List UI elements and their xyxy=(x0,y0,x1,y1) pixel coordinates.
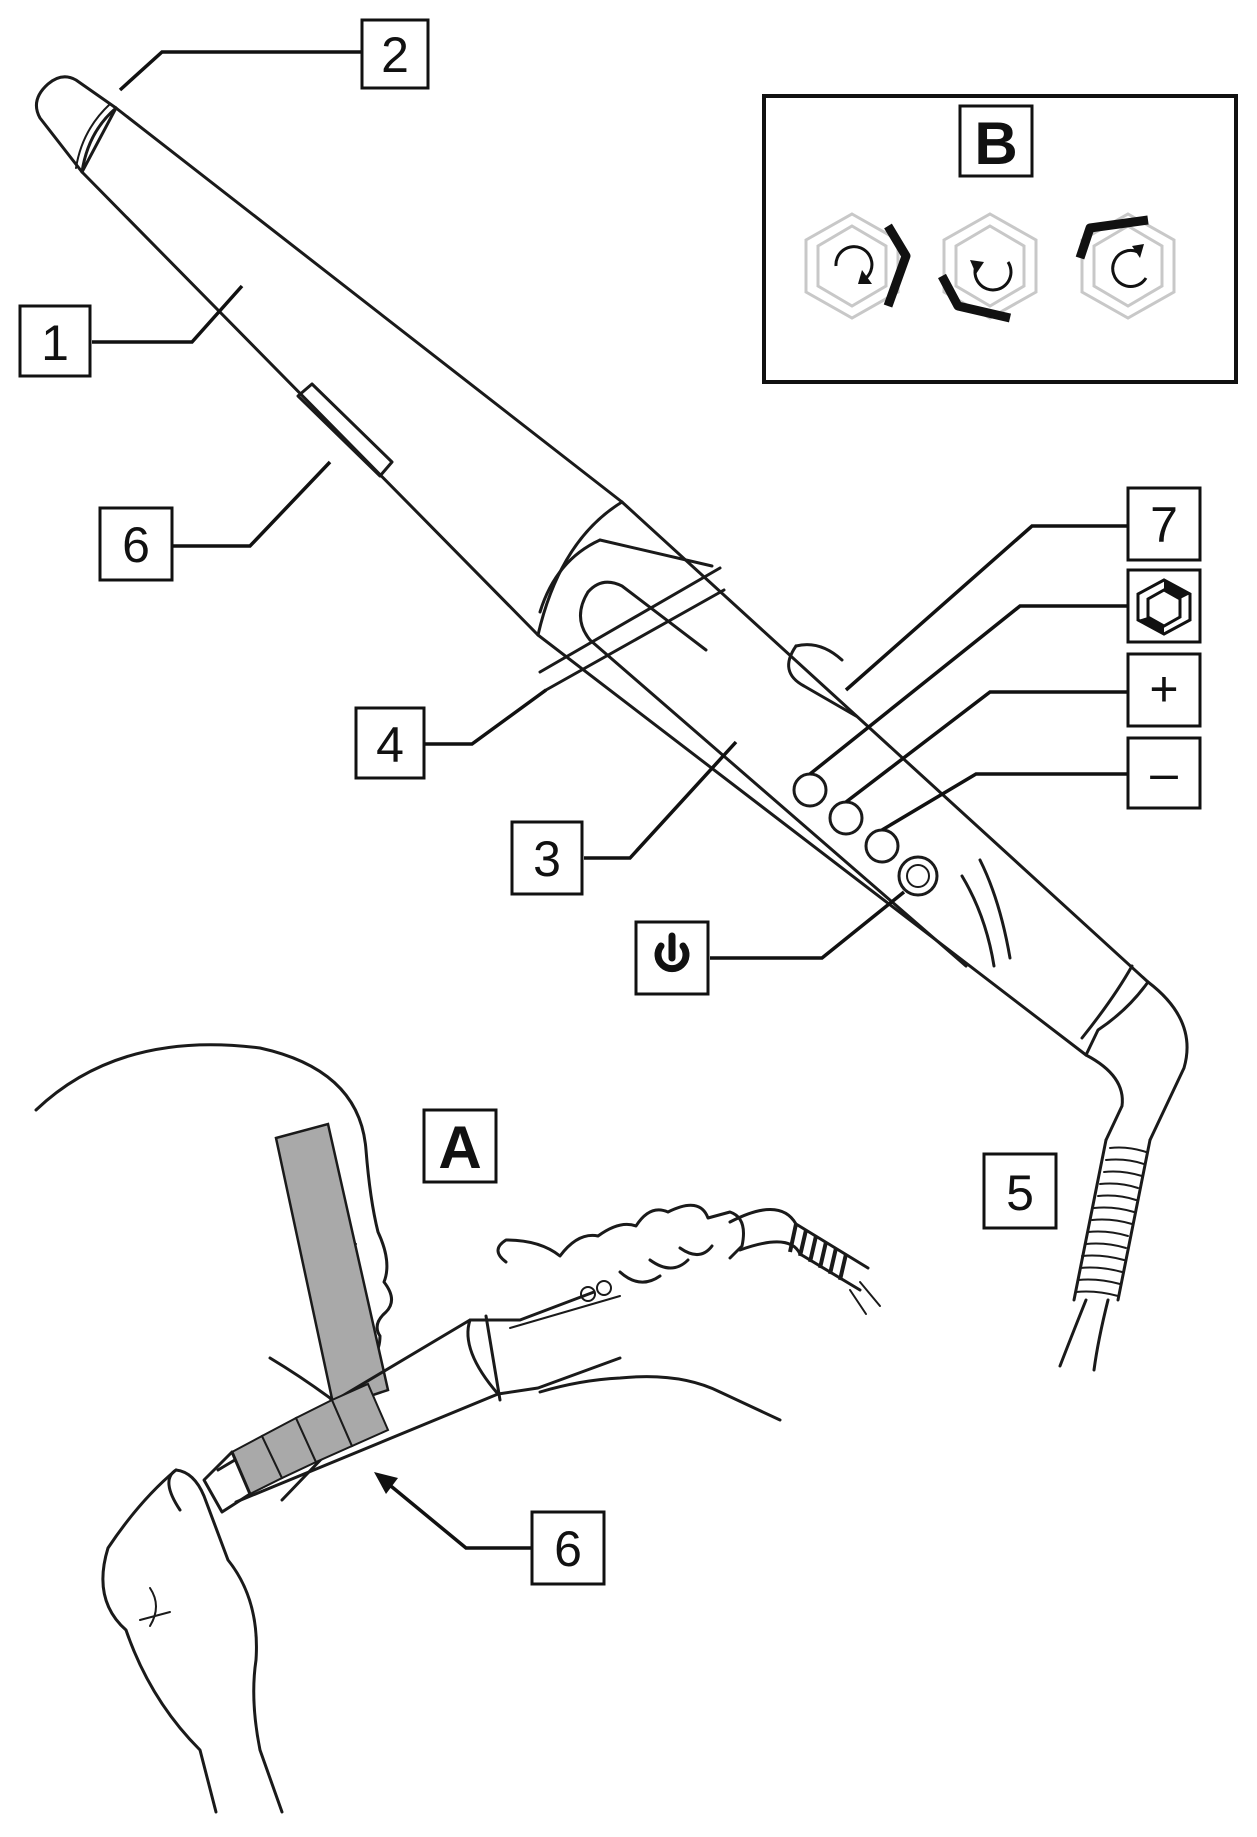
minus-button-circle[interactable] xyxy=(864,828,900,864)
svg-text:7: 7 xyxy=(1150,497,1178,553)
inset-a-scene: A xyxy=(34,1043,881,1814)
svg-text:6: 6 xyxy=(554,1521,582,1577)
svg-text:+: + xyxy=(1149,661,1178,717)
callout-hex-mode xyxy=(808,568,1202,776)
callout-2: 2 xyxy=(118,18,430,92)
svg-text:2: 2 xyxy=(381,27,409,83)
rotate-alternate-hexagon-icon xyxy=(1075,212,1176,320)
power-icon xyxy=(654,932,690,973)
svg-text:3: 3 xyxy=(533,831,561,887)
callout-7: 7 xyxy=(844,486,1202,692)
mode-button-circle[interactable] xyxy=(792,772,828,808)
power-button-circle[interactable] xyxy=(897,855,939,897)
callout-power xyxy=(634,890,906,996)
hexagon-mode-icon xyxy=(1136,578,1192,636)
inset-b-panel: B xyxy=(762,94,1238,384)
svg-text:4: 4 xyxy=(376,717,404,773)
callout-5: 5 xyxy=(982,1152,1058,1230)
protective-sleeve xyxy=(230,1382,390,1496)
svg-text:–: – xyxy=(1150,745,1178,801)
callout-minus: – xyxy=(881,736,1202,832)
cable-ribs-inset xyxy=(788,1223,848,1281)
plus-button-circle[interactable] xyxy=(828,800,864,836)
svg-text:B: B xyxy=(974,110,1017,177)
shield-strip xyxy=(274,1122,390,1410)
callout-3: 3 xyxy=(510,740,738,896)
callout-6-bottom: 6 xyxy=(374,1472,606,1586)
svg-text:1: 1 xyxy=(41,315,69,371)
svg-text:5: 5 xyxy=(1006,1165,1034,1221)
callout-plus: + xyxy=(844,652,1202,804)
svg-text:6: 6 xyxy=(122,517,150,573)
rotate-clockwise-hexagon-icon xyxy=(804,212,911,320)
callout-6-top: 6 xyxy=(98,460,332,582)
callout-4: 4 xyxy=(354,688,548,780)
svg-text:A: A xyxy=(438,1114,481,1181)
handpiece xyxy=(34,75,1189,1372)
rotate-counterclockwise-hexagon-icon xyxy=(938,212,1038,323)
callout-1: 1 xyxy=(18,284,244,378)
